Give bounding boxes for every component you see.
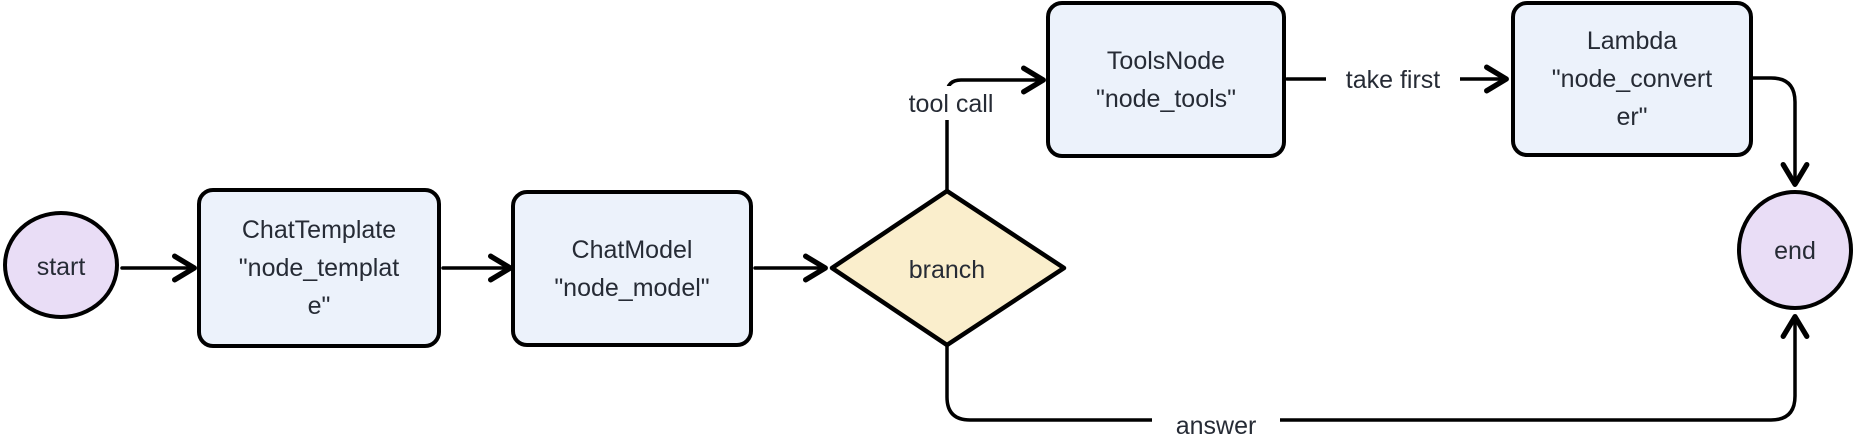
node-start-shape <box>3 211 119 319</box>
edges: tool call take first answer <box>120 62 1810 440</box>
node-chat-model: ChatModel "node_model" <box>511 190 753 347</box>
node-chat-template-label-line2: "node_templat <box>239 254 399 282</box>
node-end-shape <box>1737 190 1853 310</box>
edge-label-answer-bg <box>1152 408 1280 440</box>
edge-branch-to-end <box>945 314 1810 422</box>
node-tools-shape <box>1046 1 1286 158</box>
node-chat-template-shape <box>197 188 441 348</box>
edge-label-take-first: take first <box>1326 62 1460 96</box>
node-chat-model-label-line2: "node_model" <box>554 274 709 302</box>
node-lambda-label-line2: "node_convert <box>1552 65 1712 93</box>
node-tools-label-line1: ToolsNode <box>1107 47 1225 75</box>
edge-label-take-first-text: take first <box>1346 66 1441 94</box>
node-branch-label: branch <box>909 256 985 284</box>
node-lambda-label-line1: Lambda <box>1587 27 1677 55</box>
edge-label-take-first-bg <box>1326 62 1460 96</box>
node-chat-template: ChatTemplate "node_templat e" <box>197 188 441 348</box>
node-end: end <box>1737 190 1853 310</box>
node-lambda: Lambda "node_convert er" <box>1511 1 1753 157</box>
node-start-label: start <box>37 253 86 281</box>
edge-label-tool-call-text: tool call <box>909 90 994 118</box>
node-branch: branch <box>829 188 1067 348</box>
node-chat-template-label-line3: e" <box>308 292 331 320</box>
node-chat-model-label-line1: ChatModel <box>572 236 693 264</box>
node-end-label: end <box>1774 237 1816 265</box>
node-tools-label-line2: "node_tools" <box>1096 85 1236 113</box>
node-lambda-label-line3: er" <box>1616 103 1647 131</box>
node-chat-template-label-line1: ChatTemplate <box>242 216 396 244</box>
edge-label-answer: answer <box>1152 408 1280 440</box>
node-lambda-shape <box>1511 1 1753 157</box>
node-tools: ToolsNode "node_tools" <box>1046 1 1286 158</box>
node-branch-shape <box>829 188 1067 348</box>
edge-label-answer-text: answer <box>1176 412 1257 440</box>
edge-label-tool-call-bg <box>884 86 1018 120</box>
node-chat-model-shape <box>511 190 753 347</box>
edge-lambda-to-end <box>1750 76 1810 187</box>
node-start: start <box>3 211 119 319</box>
edge-label-tool-call: tool call <box>884 86 1018 120</box>
